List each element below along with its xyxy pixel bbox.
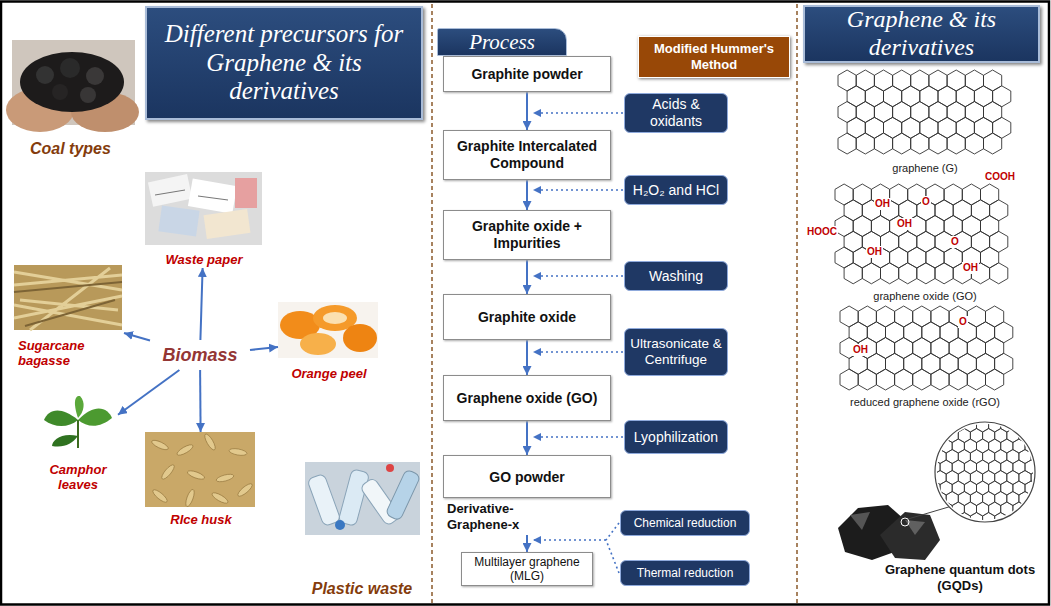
flow-arrow bbox=[124, 333, 150, 341]
step-box: Acids & oxidants bbox=[624, 93, 728, 133]
chemical-group: O bbox=[921, 196, 931, 208]
caption: Plastic waste bbox=[312, 580, 413, 598]
structure-caption: reduced graphene oxide (rGO) bbox=[835, 396, 1015, 409]
process-box: Multilayer graphene (MLG) bbox=[461, 552, 593, 586]
flow-arrow bbox=[526, 535, 528, 552]
camphor-leaves-photo bbox=[40, 395, 115, 450]
orange-peel-photo bbox=[278, 302, 378, 358]
process-box: Graphite Intercalated Compound bbox=[443, 130, 611, 180]
chemical-group: OH bbox=[962, 262, 979, 274]
structure-caption: graphene (G) bbox=[845, 162, 1005, 175]
flow-arrow bbox=[200, 268, 202, 340]
chemical-group: OH bbox=[852, 344, 869, 356]
box-label: Chemical reduction bbox=[634, 516, 737, 530]
structure-caption: Graphene quantum dots (GQDs) bbox=[880, 562, 1040, 593]
box-label: GO powder bbox=[489, 469, 564, 485]
caption: Waste paper bbox=[165, 253, 242, 268]
box-label: Biomass bbox=[162, 345, 237, 366]
reduced-graphene-oxide-lattice bbox=[840, 306, 1013, 390]
structure-caption: graphene oxide (GO) bbox=[845, 290, 1005, 303]
caption: Camphor leaves bbox=[42, 463, 114, 493]
box-label: Ultrasonicate & Centrifuge bbox=[629, 336, 723, 368]
chemical-group: OH bbox=[874, 198, 891, 210]
quantum-dot-illustration bbox=[838, 418, 1051, 560]
process-box: GO powderDerivative-Graphene-x bbox=[443, 455, 611, 535]
flow-arrow bbox=[526, 260, 528, 294]
step-box: Lyophilization bbox=[624, 420, 728, 454]
flow-arrow bbox=[526, 180, 528, 210]
graphene-lattice bbox=[838, 70, 1011, 154]
step-box: Thermal reduction bbox=[620, 560, 750, 586]
separator bbox=[796, 4, 798, 604]
flow-arrow bbox=[199, 370, 202, 432]
flow-arrow bbox=[526, 92, 528, 130]
caption: RIce husk bbox=[170, 513, 231, 528]
process-box-frame: GO powder bbox=[443, 455, 611, 498]
box-label: Graphite powder bbox=[471, 66, 582, 83]
photo-tile: Orange peel bbox=[278, 302, 380, 382]
process-box: Graphite oxide + Impurities bbox=[443, 210, 611, 260]
chemical-group: OH bbox=[896, 218, 913, 230]
process-box: Graphite powder bbox=[443, 56, 611, 92]
box-label: Graphite Intercalated Compound bbox=[449, 138, 605, 172]
box-label: Lyophilization bbox=[634, 429, 718, 446]
rice-husk-photo bbox=[145, 432, 255, 507]
box-label: Washing bbox=[649, 268, 703, 285]
box-label: Graphite oxide + Impurities bbox=[449, 218, 605, 252]
sub-label: Derivative-Graphene-x bbox=[447, 501, 539, 532]
title-banner: Different precursors for Graphene & its … bbox=[145, 6, 423, 120]
box-label: Graphene & its derivatives bbox=[811, 6, 1032, 61]
photo-tile: RIce husk bbox=[145, 432, 257, 528]
chemical-group: O bbox=[958, 316, 968, 328]
caption: Coal types bbox=[12, 140, 111, 158]
graphene-oxide-lattice bbox=[835, 184, 1008, 284]
sugarcane-photo bbox=[14, 265, 122, 330]
method-box: Modified Hummer's Method bbox=[638, 36, 790, 78]
box-label: Graphite oxide bbox=[478, 309, 576, 326]
box-label: Process bbox=[469, 30, 535, 55]
flow-arrow bbox=[118, 370, 179, 415]
chemical-group: COOH bbox=[984, 171, 1016, 183]
step-box: Chemical reduction bbox=[620, 510, 750, 536]
chemical-group: O bbox=[950, 236, 960, 248]
coal-photo bbox=[6, 40, 139, 132]
hub-label: Biomass bbox=[150, 340, 250, 370]
photo-tile: Sugarcane bagasse bbox=[14, 265, 124, 369]
separator bbox=[431, 4, 433, 604]
box-label: Modified Hummer's Method bbox=[643, 41, 785, 72]
box-label: Graphene oxide (GO) bbox=[457, 390, 598, 407]
photo-tile: Coal types bbox=[12, 40, 137, 158]
box-label: Acids & oxidants bbox=[629, 96, 723, 130]
caption: Orange peel bbox=[291, 367, 366, 382]
photo-tile: Plastic waste bbox=[300, 460, 424, 598]
title-banner: Graphene & its derivatives bbox=[803, 5, 1040, 63]
chemical-group: HOOC bbox=[806, 226, 838, 238]
step-box: Ultrasonicate & Centrifuge bbox=[624, 328, 728, 376]
box-label: H₂O₂ and HCl bbox=[633, 182, 719, 199]
dotted-arrow bbox=[533, 113, 623, 573]
chemical-group: OH bbox=[866, 246, 883, 258]
photo-tile: Waste paper bbox=[145, 172, 263, 268]
plastic-waste-photo bbox=[305, 462, 421, 535]
flow-arrow bbox=[250, 347, 278, 350]
caption: Sugarcane bagasse bbox=[14, 339, 98, 369]
waste-paper-photo bbox=[145, 172, 262, 245]
flow-arrow bbox=[526, 421, 528, 455]
step-box: H₂O₂ and HCl bbox=[624, 175, 728, 205]
photo-tile: Camphor leaves bbox=[38, 395, 118, 493]
box-label: Different precursors for Graphene & its … bbox=[153, 20, 415, 106]
box-label: Thermal reduction bbox=[637, 566, 734, 580]
box-label: Multilayer graphene (MLG) bbox=[467, 555, 587, 584]
flow-arrow bbox=[526, 340, 528, 375]
section-tab: Process bbox=[437, 28, 567, 56]
step-box: Washing bbox=[624, 261, 728, 291]
process-box: Graphite oxide bbox=[443, 294, 611, 340]
process-box: Graphene oxide (GO) bbox=[443, 375, 611, 421]
